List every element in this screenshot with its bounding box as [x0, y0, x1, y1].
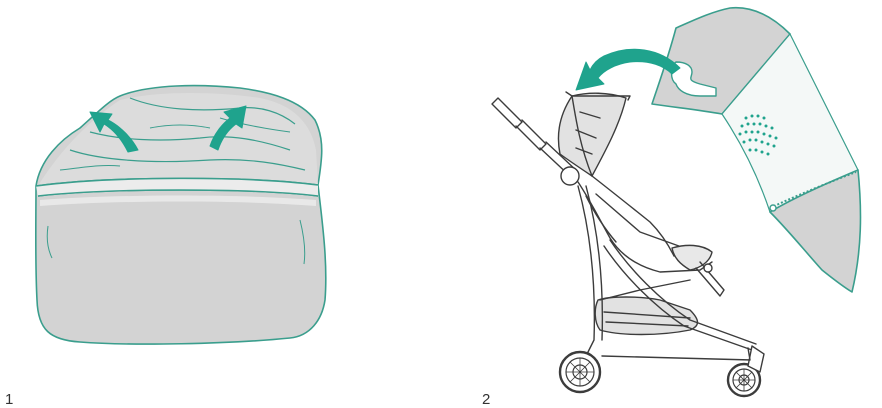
step-1-number: 1 [5, 392, 13, 407]
step-2-number: 2 [482, 392, 490, 407]
stroller-icon [492, 92, 764, 396]
